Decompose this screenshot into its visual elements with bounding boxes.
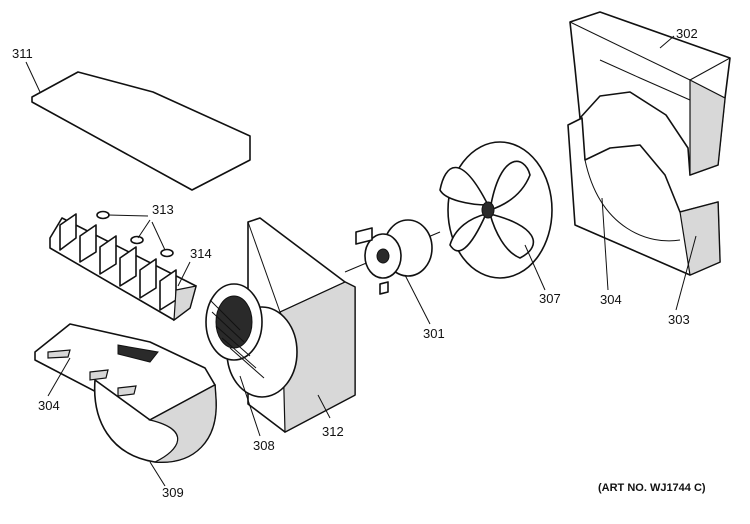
part-313-grommets — [96, 210, 174, 258]
part-302-upper-shroud — [569, 11, 731, 176]
callout-313: 313 — [152, 202, 174, 217]
callout-304-left: 304 — [38, 398, 60, 413]
leader-lines — [25, 35, 697, 487]
part-307-fan-blade — [439, 141, 553, 279]
callout-labels: 311 313 314 304 309 308 312 301 307 302 … — [12, 26, 698, 500]
part-301-fan-motor — [344, 219, 441, 295]
part-311-cover-plate — [31, 71, 251, 191]
part-308-blower-wheel — [205, 283, 298, 398]
callout-301: 301 — [423, 326, 445, 341]
callout-307: 307 — [539, 291, 561, 306]
part-314-bracket — [49, 213, 197, 322]
callout-311: 311 — [12, 46, 33, 61]
callout-309: 309 — [162, 485, 184, 500]
callout-312: 312 — [322, 424, 344, 439]
callout-302: 302 — [676, 26, 698, 41]
part-309-scroll-housing — [93, 379, 217, 463]
callout-314: 314 — [190, 246, 212, 261]
callout-304-right: 304 — [600, 292, 622, 307]
art-number-label: (ART NO. WJ1744 C) — [598, 482, 706, 494]
callout-303: 303 — [668, 312, 690, 327]
callout-308: 308 — [253, 438, 275, 453]
